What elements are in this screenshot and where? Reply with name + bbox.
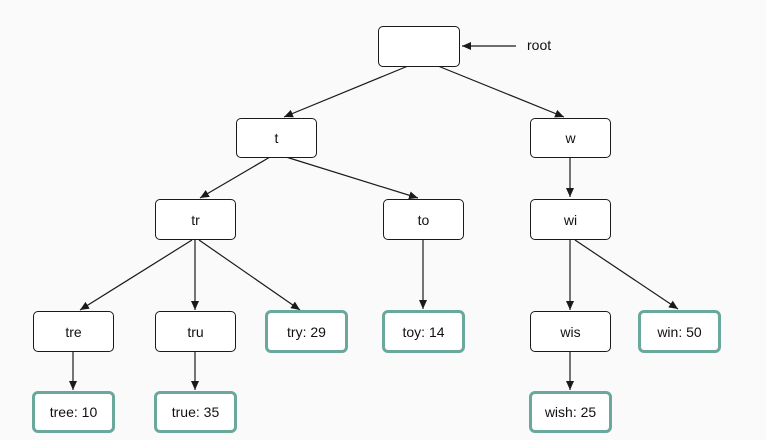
- node-to: to: [383, 199, 464, 240]
- edge-wi-win: [574, 239, 679, 310]
- node-tr: tr: [155, 199, 236, 240]
- edge-t-to: [285, 156, 419, 200]
- root-label: root: [527, 37, 552, 53]
- node-t: t: [236, 118, 317, 158]
- node-tru: tru: [155, 311, 236, 352]
- node-tre: tre: [33, 311, 114, 352]
- edge-tr-tre: [79, 239, 193, 311]
- node-wish-terminal: wish: 25: [529, 391, 612, 433]
- node-wi: wi: [530, 199, 611, 240]
- edge-t-tr: [199, 156, 271, 199]
- node-true-terminal: true: 35: [154, 391, 237, 433]
- node-win-terminal: win: 50: [638, 310, 721, 353]
- edge-tr-try: [198, 239, 301, 311]
- node-try-terminal: try: 29: [265, 310, 348, 353]
- node-w: w: [530, 118, 611, 158]
- node-toy-terminal: toy: 14: [382, 310, 465, 353]
- node-root: [378, 26, 460, 67]
- edge-root-w: [437, 65, 565, 118]
- edge-root-t: [283, 65, 409, 118]
- node-tree-terminal: tree: 10: [32, 391, 115, 433]
- node-wis: wis: [530, 311, 611, 352]
